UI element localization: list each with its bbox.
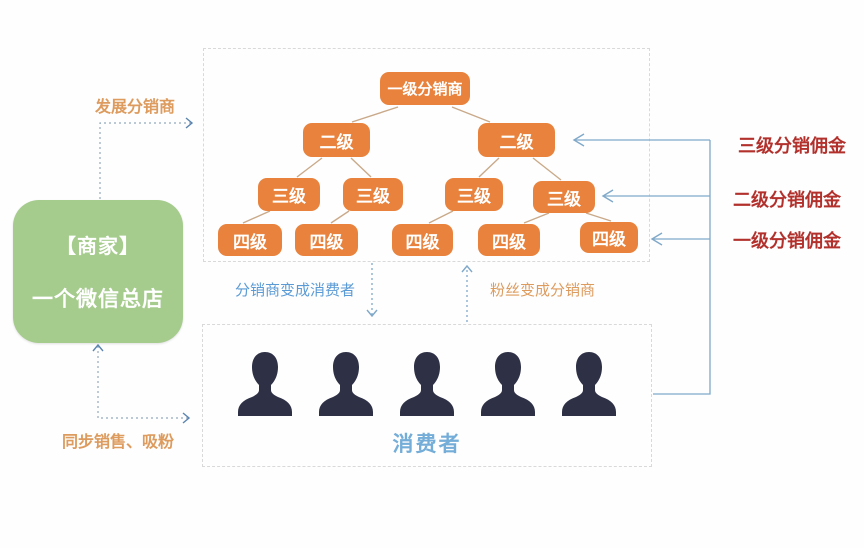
person-icon: [562, 352, 616, 416]
commission-lines: [572, 133, 711, 395]
sync-sales-label: 同步销售、吸粉: [62, 434, 175, 451]
develop-distributor-label: 发展分销商: [95, 99, 176, 116]
develop-distributor-arrow: [99, 117, 194, 199]
commission-level1-label: 一级分销佣金: [733, 231, 841, 251]
consumer-label: 消费者: [392, 433, 462, 456]
node-level4-1: 四级: [218, 224, 282, 256]
merchant-title: 【商家】: [56, 236, 140, 258]
node-level3-4: 三级: [533, 181, 595, 213]
merchant-box: 【商家】 一个微信总店: [13, 200, 183, 343]
node-level4-4: 四级: [478, 224, 540, 256]
node-level2-1: 二级: [303, 123, 370, 157]
node-level4-5: 四级: [580, 222, 638, 253]
node-level4-2: 四级: [295, 224, 358, 256]
person-icon: [400, 352, 454, 416]
node-level2-2: 二级: [478, 123, 555, 157]
become-consumer-label: 分销商变成消费者: [235, 282, 356, 299]
become-distributor-label: 粉丝变成分销商: [490, 282, 596, 299]
person-icon: [481, 352, 535, 416]
merchant-subtitle: 一个微信总店: [32, 288, 164, 311]
node-level3-3: 三级: [445, 178, 503, 211]
tree-connectors: [242, 106, 612, 224]
commission-level2-label: 二级分销佣金: [733, 190, 841, 210]
node-level3-1: 三级: [258, 178, 320, 211]
sync-sales-arrow: [92, 343, 191, 424]
node-level1-distributor: 一级分销商: [380, 72, 470, 105]
node-level4-3: 四级: [392, 224, 453, 256]
become-distributor-arrow: [461, 264, 473, 322]
consumer-avatars: [234, 350, 620, 416]
become-consumer-arrow: [366, 263, 378, 318]
commission-level3-label: 三级分销佣金: [738, 136, 846, 156]
person-icon: [238, 352, 292, 416]
node-level3-2: 三级: [343, 178, 403, 211]
person-icon: [319, 352, 373, 416]
consumer-box: 消费者: [202, 324, 652, 467]
